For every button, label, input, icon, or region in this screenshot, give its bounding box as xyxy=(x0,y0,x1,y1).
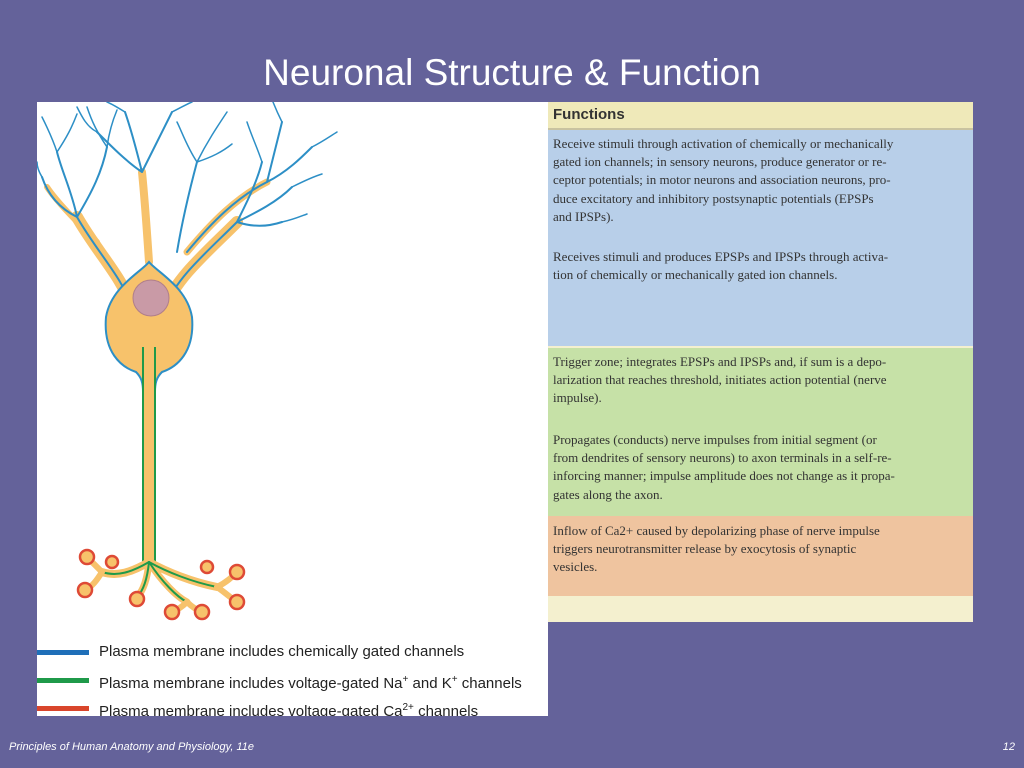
nucleus xyxy=(132,279,170,317)
dendrite-tree xyxy=(37,102,338,313)
axon-function-band xyxy=(548,348,973,516)
legend-item-chemically-gated: Plasma membrane includes chemically gate… xyxy=(37,641,548,663)
functions-table: Functions Receive stimuli through activa… xyxy=(548,102,973,622)
legend-swatch-green xyxy=(37,678,89,683)
legend-text: channels xyxy=(413,703,479,716)
neuron-diagram xyxy=(37,102,338,621)
synaptic-end-bulbs xyxy=(76,548,246,621)
legend-superscript: 2+ xyxy=(402,702,414,713)
function-trigger-zone: Trigger zone; integrates EPSPs and IPSPs… xyxy=(553,354,887,406)
legend-superscript: + xyxy=(402,674,409,685)
terminal-function-band xyxy=(548,516,973,596)
dendrite-function-band xyxy=(548,130,973,346)
axon xyxy=(143,342,155,567)
legend-text: channels xyxy=(457,675,522,692)
slide-title: Neuronal Structure & Function xyxy=(263,52,761,93)
functions-header: Functions xyxy=(548,102,973,130)
neuron-figure: Plasma membrane includes chemically gate… xyxy=(37,102,548,716)
legend-swatch-blue xyxy=(37,650,89,655)
legend-text: Plasma membrane includes voltage-gated N… xyxy=(99,675,403,692)
slide-number: 12 xyxy=(1002,741,1015,753)
function-cell-body: Receives stimuli and produces EPSPs and … xyxy=(553,249,889,283)
legend-text: Plasma membrane includes chemically gate… xyxy=(99,643,465,660)
function-axon: Propagates (conducts) nerve impulses fro… xyxy=(553,432,895,502)
legend-swatch-red xyxy=(37,706,89,711)
footer-book-title: Principles of Human Anatomy and Physiolo… xyxy=(9,741,254,753)
legend-text: Plasma membrane includes voltage-gated C… xyxy=(99,703,403,716)
legend-text: and K xyxy=(408,675,452,692)
functions-header-label: Functions xyxy=(553,106,625,123)
function-axon-terminals: Inflow of Ca2+ caused by depolarizing ph… xyxy=(553,523,880,575)
legend-item-na-k-channels: Plasma membrane includes voltage-gated N… xyxy=(37,669,548,692)
function-dendrites: Receive stimuli through activation of ch… xyxy=(553,136,894,224)
legend-superscript: + xyxy=(451,674,458,685)
legend-item-ca-channels: Plasma membrane includes voltage-gated C… xyxy=(37,697,548,716)
